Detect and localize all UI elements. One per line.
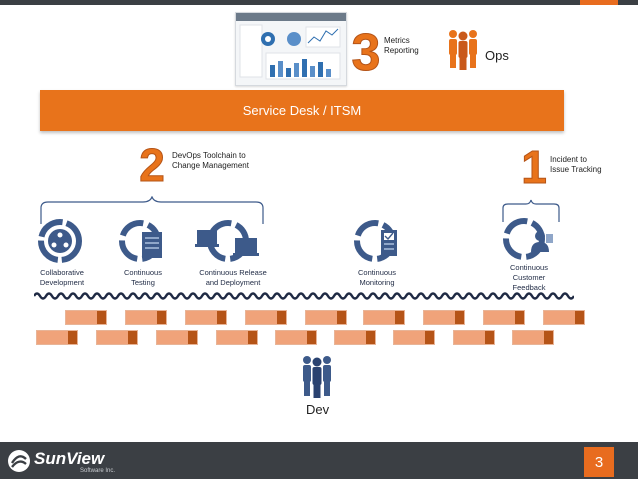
dev-people-icon	[300, 354, 334, 398]
toolchain-label: DevOps Toolchain to Change Management	[172, 151, 249, 170]
metrics-reporting-label: Metrics Reporting	[384, 36, 419, 55]
work-item	[305, 310, 347, 325]
work-item	[65, 310, 107, 325]
stage-label-collaborative: Collaborative Development	[39, 268, 85, 287]
ops-label: Ops	[485, 48, 509, 63]
work-item	[36, 330, 78, 345]
number-one-badge: 1	[521, 141, 548, 194]
number-three-badge: 3	[348, 24, 384, 83]
dev-label: Dev	[306, 402, 330, 417]
ops-people-icon	[446, 28, 480, 70]
continuous-testing-icon	[118, 218, 168, 264]
stage-label-release: Continuous Release and Deployment	[199, 268, 267, 287]
collaborative-development-icon	[35, 218, 85, 264]
work-item	[543, 310, 585, 325]
page-number-box: 3	[584, 447, 614, 477]
work-item	[453, 330, 495, 345]
work-item	[423, 310, 465, 325]
stage-label-testing: Continuous Testing	[124, 268, 162, 287]
work-item	[185, 310, 227, 325]
number-three-text: 3	[352, 25, 381, 75]
work-item	[245, 310, 287, 325]
customer-feedback-icon	[502, 216, 556, 262]
number-two-text: 2	[139, 143, 165, 183]
incident-bracket	[502, 199, 560, 222]
metrics-dashboard-thumbnail	[235, 12, 347, 86]
toolchain-bracket	[40, 196, 264, 224]
number-three-graphic: 3	[351, 24, 381, 83]
work-item	[363, 310, 405, 325]
brand-name: SunView	[34, 449, 105, 468]
page-number: 3	[594, 453, 604, 471]
brand-subtitle: Software Inc.	[80, 468, 116, 474]
service-desk-bar: Service Desk / ITSM	[40, 90, 564, 131]
top-bar	[0, 0, 638, 5]
number-two-badge: 2	[135, 139, 169, 192]
work-item	[275, 330, 317, 345]
work-item	[512, 330, 554, 345]
work-items-row	[0, 310, 638, 346]
sunview-logo-icon	[6, 448, 32, 474]
work-item	[96, 330, 138, 345]
work-item	[216, 330, 258, 345]
top-accent-bar	[580, 0, 618, 5]
incident-label: Incident to Issue Tracking	[550, 155, 602, 174]
continuous-monitoring-icon	[353, 218, 403, 264]
number-one-text: 1	[521, 145, 547, 185]
pipeline-wavy-line	[34, 292, 574, 300]
service-desk-label: Service Desk / ITSM	[242, 103, 362, 118]
stage-label-feedback: Continuous Customer Feedback	[510, 263, 548, 292]
work-item	[483, 310, 525, 325]
continuous-release-icon	[195, 218, 263, 264]
dashboard-graphic	[236, 13, 346, 80]
work-item	[125, 310, 167, 325]
stage-label-monitoring: Continuous Monitoring	[358, 268, 396, 287]
work-item	[156, 330, 198, 345]
work-item	[393, 330, 435, 345]
footer-bar	[0, 442, 638, 479]
work-item	[334, 330, 376, 345]
